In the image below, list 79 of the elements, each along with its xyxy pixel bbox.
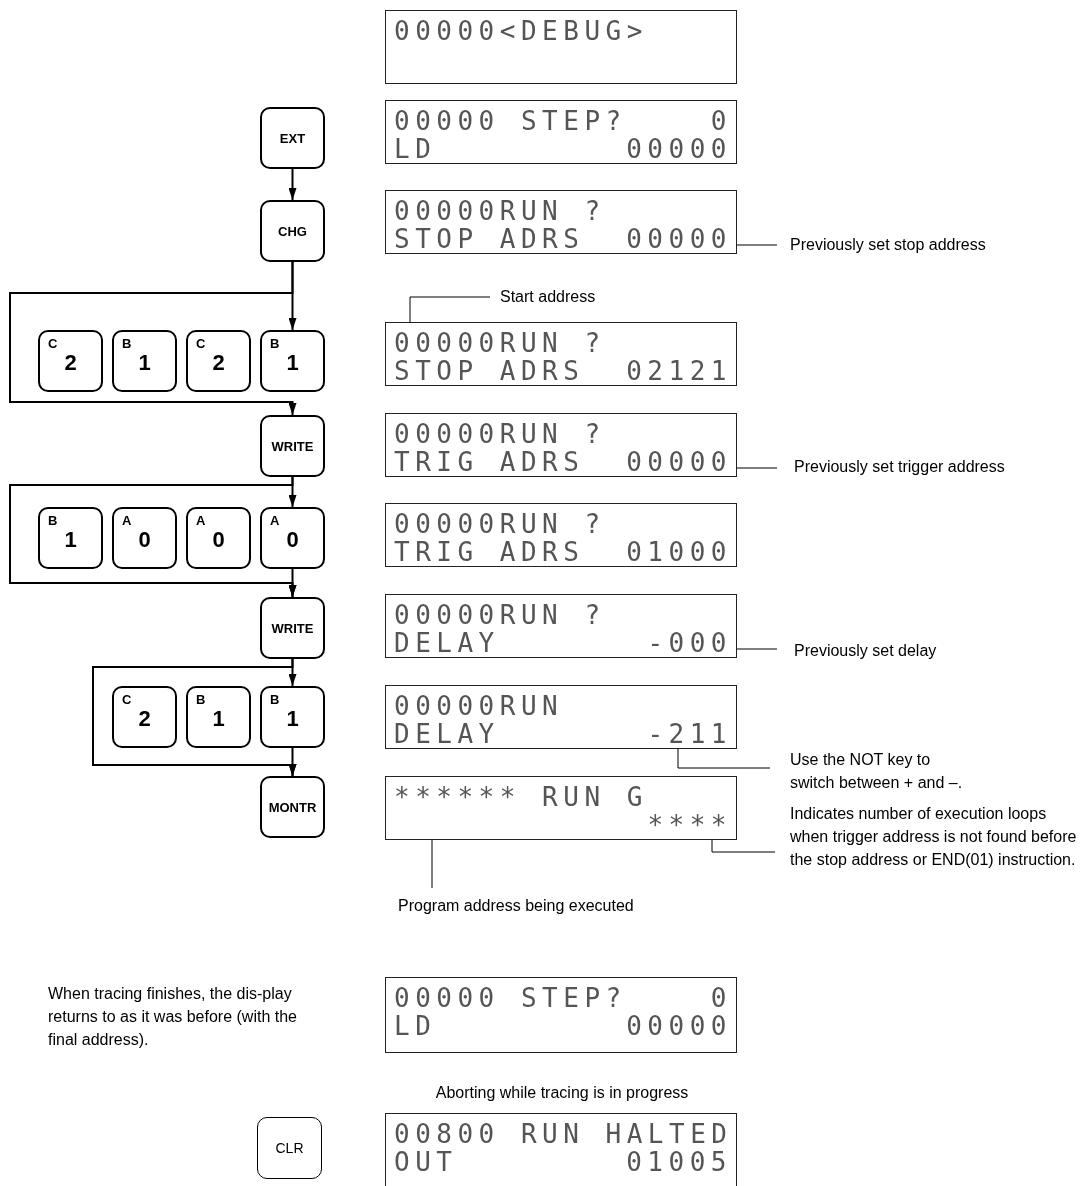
lcd-display xyxy=(385,685,737,749)
display-text: 00000 xyxy=(626,135,732,163)
keypad-key: WRITE xyxy=(260,415,325,477)
display-text: TRIG ADRS xyxy=(394,538,585,566)
keypad-key: B 1 xyxy=(260,330,325,392)
lcd-display xyxy=(385,100,737,164)
display-text: STOP ADRS xyxy=(394,357,585,385)
leader-line xyxy=(736,467,778,469)
display-text: -000 xyxy=(647,629,732,657)
display-text: 0 xyxy=(710,107,732,135)
leader-line xyxy=(677,748,771,769)
display-text: 00000 xyxy=(626,1012,732,1040)
display-text: DELAY xyxy=(394,720,500,748)
display-text: 00000RUN ? xyxy=(394,510,606,538)
lcd-display xyxy=(385,977,737,1053)
display-heading: Aborting while tracing is in progress xyxy=(434,1084,690,1102)
annotation-text: Indicates number of execution loops when trigger address is not found before the stop address or END(01) instruction. xyxy=(775,802,1087,871)
display-text: 00000 xyxy=(626,448,732,476)
annotation-text: Program address being executed xyxy=(398,888,698,917)
display-text: 00000 xyxy=(626,225,732,253)
lcd-display xyxy=(385,10,737,84)
display-text: LD xyxy=(394,1012,437,1040)
display-text: 01005 xyxy=(626,1148,732,1176)
annotation-text: Previously set trigger address xyxy=(777,455,1087,478)
lcd-display xyxy=(385,322,737,386)
keypad-key: A 0 xyxy=(112,507,177,569)
display-text: 00800 RUN HALTED xyxy=(394,1120,733,1148)
leader-line xyxy=(736,244,778,246)
display-text: 0 xyxy=(710,984,732,1012)
display-text: **** xyxy=(647,811,732,839)
flow-arrow xyxy=(9,261,297,416)
display-text: -211 xyxy=(647,720,732,748)
note-text: When tracing finishes, the dis-play returns to as it was before (with the final address). xyxy=(48,984,298,1050)
display-text: 00000RUN ? xyxy=(394,197,606,225)
lcd-display xyxy=(385,594,737,658)
lcd-display xyxy=(385,413,737,477)
keypad-key: C 2 xyxy=(186,330,251,392)
lcd-display xyxy=(385,190,737,254)
keypad-key: B 1 xyxy=(112,330,177,392)
display-text: OUT xyxy=(394,1148,458,1176)
flow-arrow xyxy=(288,568,297,598)
display-text: DELAY xyxy=(394,629,500,657)
display-text: 02121 xyxy=(626,357,732,385)
keypad-key: A 0 xyxy=(186,507,251,569)
keypad-key: A 0 xyxy=(260,507,325,569)
display-text: 00000RUN ? xyxy=(394,329,606,357)
annotation-text: Start address xyxy=(490,285,640,308)
keypad-key: C 2 xyxy=(112,686,177,748)
display-text: TRIG ADRS xyxy=(394,448,585,476)
display-text: 00000<DEBUG> xyxy=(394,17,648,45)
display-text: 00000RUN ? xyxy=(394,420,606,448)
keypad-key: MONTR xyxy=(260,776,325,838)
leader-line xyxy=(409,296,491,323)
display-text: ****** RUN G xyxy=(394,783,648,811)
keypad-key: EXT xyxy=(260,107,325,169)
lcd-display xyxy=(385,503,737,567)
keypad-key: CLR xyxy=(257,1117,322,1179)
keypad-key: B 1 xyxy=(260,686,325,748)
display-text: STOP ADRS xyxy=(394,225,585,253)
display-text: 00000 STEP? xyxy=(394,107,627,135)
keypad-key: C 2 xyxy=(38,330,103,392)
annotation-text: Previously set stop address xyxy=(777,233,1077,256)
display-text: 01000 xyxy=(626,538,732,566)
display-text: 00000RUN xyxy=(394,692,564,720)
annotation-text: Use the NOT key to switch between + and –. xyxy=(770,748,973,794)
lcd-display xyxy=(385,776,737,840)
leader-line xyxy=(431,839,433,889)
leader-line xyxy=(736,648,778,650)
keypad-key: CHG xyxy=(260,200,325,262)
keypad-key: B 1 xyxy=(186,686,251,748)
flow-arrow xyxy=(288,168,297,201)
display-text: LD xyxy=(394,135,437,163)
display-text: 00000 STEP? xyxy=(394,984,627,1012)
display-text: 00000RUN ? xyxy=(394,601,606,629)
annotation-text: Previously set delay xyxy=(777,639,1027,662)
keypad-key: WRITE xyxy=(260,597,325,659)
keypad-key: B 1 xyxy=(38,507,103,569)
flow-arrow xyxy=(288,747,297,777)
leader-line xyxy=(711,839,776,853)
